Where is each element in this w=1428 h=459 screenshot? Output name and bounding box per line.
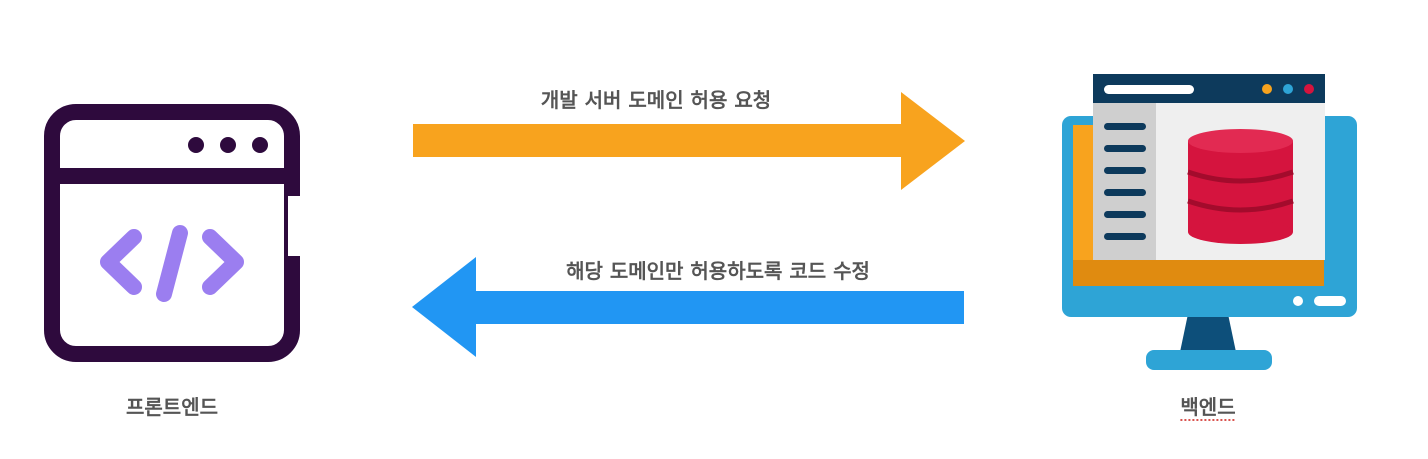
frontend-label: 프론트엔드 — [126, 395, 218, 419]
request-label: 개발 서버 도메인 허용 요청 — [540, 88, 772, 112]
database-icon — [1187, 129, 1294, 244]
request-arrow — [413, 92, 965, 190]
code-window-icon — [44, 104, 308, 362]
backend-label: 백엔드 — [1180, 395, 1236, 419]
response-label: 해당 도메인만 허용하도록 코드 수정 — [566, 259, 870, 283]
response-arrow — [412, 257, 964, 357]
database-monitor-icon — [1062, 74, 1357, 370]
